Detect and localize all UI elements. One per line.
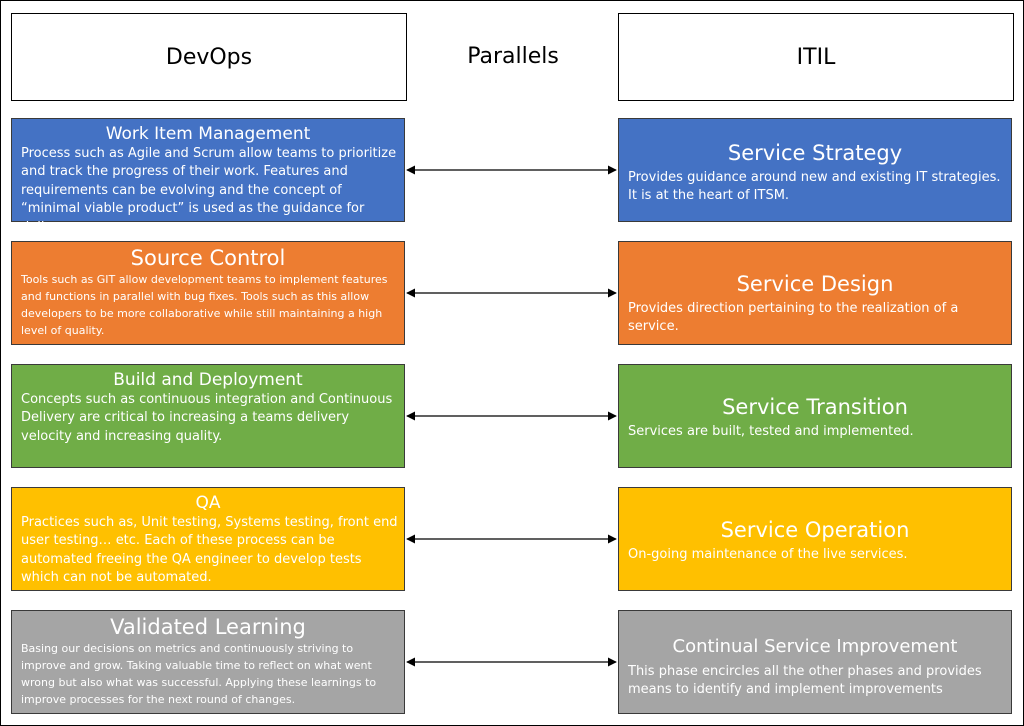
- devops-header-label: DevOps: [165, 44, 253, 70]
- devops-card-body: Process such as Agile and Scrum allow te…: [21, 146, 397, 235]
- itil-card-service-transition: Service Transition Services are built, t…: [618, 364, 1012, 468]
- devops-card-title: QA: [195, 493, 221, 513]
- itil-header: ITIL: [618, 13, 1014, 101]
- itil-card-title: Service Operation: [720, 518, 910, 542]
- devops-card-work-item-management: Work Item Management Process such as Agi…: [11, 118, 405, 235]
- itil-card-service-design: Service Design Provides direction pertai…: [618, 241, 1012, 345]
- devops-card-title: Work Item Management: [105, 124, 311, 144]
- itil-card-title: Service Strategy: [727, 141, 903, 165]
- itil-card-service-operation: Service Operation On-going maintenance o…: [618, 487, 1012, 591]
- devops-card-title: Validated Learning: [110, 615, 306, 639]
- parallels-header: Parallels: [440, 13, 586, 99]
- itil-header-label: ITIL: [796, 44, 836, 70]
- devops-card-body: Concepts such as continuous integration …: [21, 392, 393, 444]
- parallels-header-label: Parallels: [467, 43, 559, 69]
- devops-card-body: Tools such as GIT allow development team…: [21, 273, 388, 337]
- devops-card-title: Build and Deployment: [113, 370, 303, 390]
- itil-card-body: Provides direction pertaining to the rea…: [628, 301, 959, 335]
- devops-card-build-and-deployment: Build and Deployment Concepts such as co…: [11, 364, 405, 468]
- itil-card-body: This phase encircles all the other phase…: [628, 664, 982, 698]
- devops-card-title: Source Control: [130, 246, 286, 270]
- itil-card-body: Services are built, tested and implement…: [628, 424, 914, 439]
- itil-card-body: On-going maintenance of the live service…: [628, 547, 908, 562]
- devops-card-source-control: Source Control Tools such as GIT allow d…: [11, 241, 405, 345]
- itil-card-title: Service Transition: [722, 395, 908, 419]
- itil-card-service-strategy: Service Strategy Provides guidance aroun…: [618, 118, 1012, 222]
- devops-card-qa: QA Practices such as, Unit testing, Syst…: [11, 487, 405, 591]
- itil-card-title: Service Design: [736, 272, 894, 296]
- itil-card-continual-service-improvement: Continual Service Improvement This phase…: [618, 610, 1012, 714]
- devops-card-validated-learning: Validated Learning Basing our decisions …: [11, 610, 405, 714]
- itil-card-title: Continual Service Improvement: [672, 636, 958, 657]
- devops-header: DevOps: [11, 13, 407, 101]
- itil-card-body: Provides guidance around new and existin…: [628, 170, 1001, 204]
- devops-card-body: Practices such as, Unit testing, Systems…: [21, 515, 398, 586]
- devops-card-body: Basing our decisions on metrics and cont…: [21, 642, 377, 706]
